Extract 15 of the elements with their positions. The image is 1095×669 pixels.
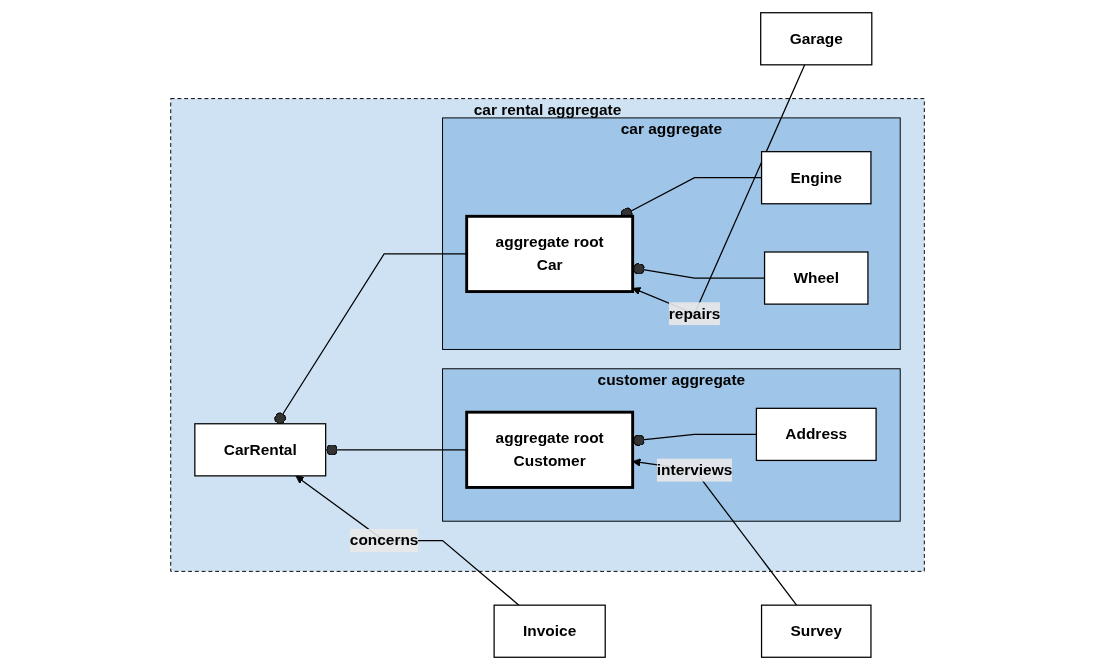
arrow: [632, 457, 798, 606]
node-box: Survey: [760, 604, 872, 658]
arrow: [295, 475, 520, 606]
node-box: CarRental: [194, 422, 327, 476]
node-box: Wheel: [763, 250, 869, 305]
edge-label: concerns: [349, 531, 419, 548]
edge-label: repairs: [668, 304, 721, 321]
edge-label: interviews: [656, 460, 733, 478]
node-box: aggregate root Car: [465, 214, 635, 293]
node-box: Garage: [760, 11, 873, 65]
node-box: Engine: [760, 150, 872, 204]
node-box: aggregate root Customer: [465, 410, 635, 489]
connector: [632, 433, 757, 446]
node-box: Address: [755, 407, 877, 461]
node-box: Invoice: [493, 604, 606, 658]
